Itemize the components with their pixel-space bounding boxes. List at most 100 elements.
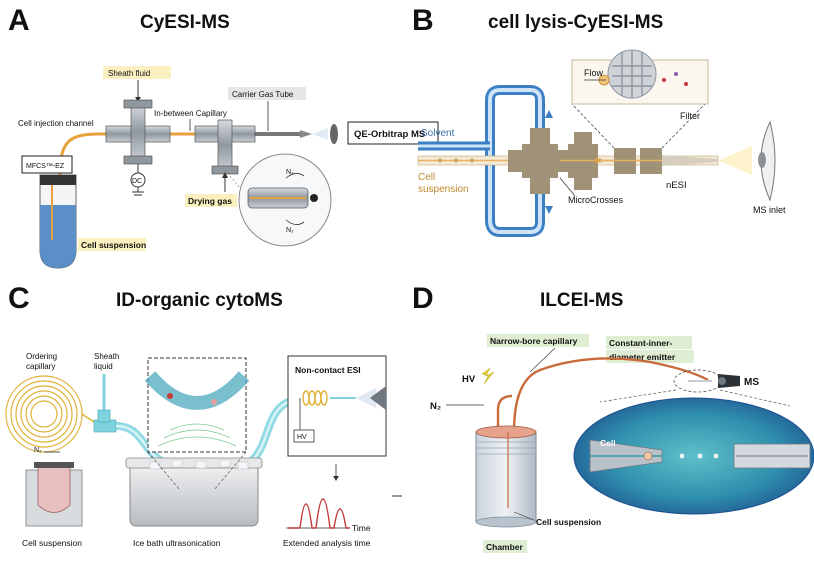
ice-cube: [219, 459, 231, 468]
cell-magnified: [643, 451, 653, 461]
time-label: Time: [352, 523, 371, 533]
non-contact-esi-label: Non-contact ESI: [295, 365, 361, 375]
mag-line-right: [719, 389, 791, 407]
coil-turn: [320, 390, 328, 406]
signal-trace: [288, 498, 350, 529]
constant-inner-label-2: diameter emitter: [609, 352, 676, 362]
constant-inner-label-1: Constant-inner-: [609, 338, 672, 348]
chamber-label: Chamber: [486, 542, 524, 552]
drying-gas-label: Drying gas: [188, 196, 232, 206]
lysate-fragment: [684, 82, 688, 86]
hv-box-c: [293, 429, 315, 443]
ordering-label: Ordering: [26, 352, 57, 361]
zoom-dash-left: [147, 451, 181, 491]
chamber-base: [475, 516, 537, 528]
zoom-tube-c: [144, 371, 250, 410]
wave: [163, 429, 231, 439]
panel-c: C ID-organic cytoMS Ordering capillary S…: [5, 282, 402, 548]
drying-gas-label-bg: [185, 194, 237, 207]
ordering-capillary-coil: [5, 375, 83, 453]
ms-orifice-c: [370, 386, 386, 410]
panel-a: A CyESI-MS Sheath fluid Carrier Gas Tube…: [8, 4, 439, 269]
panel-b-title: cell lysis-CyESI-MS: [488, 12, 663, 33]
droplet: [713, 453, 719, 459]
test-tube-cap: [40, 175, 76, 185]
cell-dot: [438, 158, 442, 163]
cell-injection-label: Cell injection channel: [18, 119, 94, 128]
n2-label-bottom-a: N₂: [286, 227, 294, 234]
inset-line-left: [571, 103, 615, 149]
ice-cube: [237, 461, 249, 470]
cell-suspension-label-a: Cell suspension: [81, 240, 146, 250]
nesi-label: nESI: [666, 180, 687, 191]
down-arrowhead-c: [333, 476, 339, 481]
sheath-fluid-label-bg: [103, 66, 171, 79]
cell-dot: [470, 158, 474, 163]
mfcs-label: MFCS™-EZ: [26, 163, 65, 170]
coil-ring: [20, 390, 68, 438]
solvent-label: Solvent: [421, 128, 455, 139]
n2-label-c: N₂: [34, 447, 42, 454]
narrow-bore-label: Narrow-bore capillary: [490, 336, 578, 346]
chamber-threads: [476, 441, 536, 455]
coil-ring: [10, 380, 78, 448]
inset-line-right: [661, 103, 706, 149]
nesi-emitter: [662, 155, 718, 166]
flow-label: Flow: [584, 68, 604, 78]
emitter-tip: [300, 130, 312, 138]
cross-fitting-1-vertical: [130, 103, 146, 161]
lysate-fragment: [674, 72, 678, 76]
spray-plume: [312, 128, 328, 140]
narrow-bore-leader: [529, 347, 556, 373]
cross-fitting-2-vertical: [217, 119, 233, 171]
sheath-arrowhead: [135, 97, 141, 102]
panel-b-letter: B: [412, 4, 434, 37]
ms-cone: [330, 124, 338, 144]
cell-label-d: Cell: [600, 438, 616, 448]
esi-coil: [302, 390, 328, 406]
hv-label-d: HV: [462, 374, 476, 385]
coil-ring: [30, 400, 58, 428]
ice-cube: [171, 459, 183, 468]
mag-line-left: [599, 389, 677, 403]
narrow-bore-label-bg: [487, 334, 589, 347]
coil-ring: [5, 375, 83, 453]
microcrosses-leader: [559, 177, 576, 197]
ms-label-d: MS: [744, 377, 759, 388]
n2-label-d: N₂: [430, 401, 441, 412]
coil-ring: [25, 395, 63, 433]
ms-inlet-dish: [760, 120, 776, 202]
cell-suspension-label-bg-a: [78, 238, 146, 251]
mfcs-box: [21, 155, 73, 174]
sample-vial-cap: [34, 462, 74, 468]
carrier-gas-label-bg: [228, 87, 306, 100]
narrow-bore-capillary: [512, 357, 709, 433]
n2-flow-top: [285, 173, 305, 179]
hv-capillary: [496, 394, 513, 432]
ice-cube: [195, 460, 207, 469]
microcrosses-label: MicroCrosses: [568, 195, 624, 205]
panel-a-title: CyESI-MS: [140, 12, 230, 33]
cell-suspension-label-d: Cell suspension: [536, 517, 601, 527]
ice-bath: [129, 461, 259, 527]
in-between-capillary-label: In-between Capillary: [154, 109, 227, 118]
esi-spray: [356, 388, 376, 408]
ice-cubes: [149, 459, 249, 470]
cell-in-cross: [594, 158, 600, 163]
sample-vial: [37, 465, 71, 513]
microcross-1: [508, 128, 572, 194]
qe-orbitrap-label: QE-Orbitrap MS: [354, 129, 425, 140]
chamber-lid: [475, 425, 537, 439]
droplet: [679, 453, 685, 459]
sheath-tee-top: [97, 409, 111, 423]
cell-dot: [454, 158, 458, 163]
cell-suspension-label-c: Cell suspension: [22, 538, 82, 548]
organoid-cell: [167, 393, 173, 399]
panel-c-letter: C: [8, 282, 30, 315]
filter-mesh-grid: [612, 50, 652, 98]
cross-fitting-1-top-nut: [123, 99, 153, 109]
chamber: [475, 431, 537, 523]
hv-label-c: HV: [297, 434, 307, 441]
cross-fitting-1-bottom-nut: [123, 155, 153, 165]
